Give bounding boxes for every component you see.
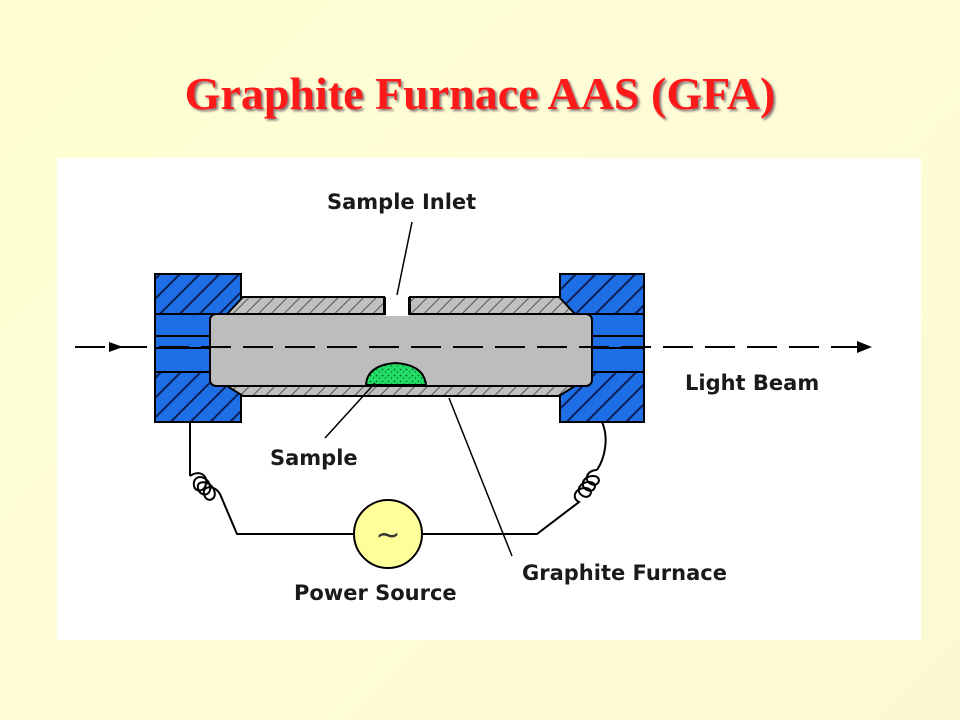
graphite-furnace-label: Graphite Furnace bbox=[522, 561, 727, 585]
slide-title: Graphite Furnace AAS (GFA) bbox=[184, 68, 776, 119]
power-source-icon: ~ bbox=[353, 499, 423, 569]
light-beam-label: Light Beam bbox=[685, 371, 819, 395]
furnace-diagram: ~ Sample Inlet Light Beam Sample Graphit… bbox=[57, 158, 921, 640]
right-coil bbox=[421, 469, 600, 535]
inlet-pointer bbox=[396, 221, 413, 296]
light-beam bbox=[75, 341, 872, 353]
sample-drop bbox=[364, 361, 428, 386]
sample-inlet-label: Sample Inlet bbox=[327, 190, 476, 214]
power-source-label: Power Source bbox=[294, 581, 457, 605]
graphite-furnace-tube bbox=[209, 296, 593, 397]
sample-label: Sample bbox=[270, 446, 358, 470]
pointer-lines bbox=[324, 221, 513, 557]
furnace-pointer bbox=[448, 397, 513, 557]
power-circuit bbox=[189, 421, 607, 535]
left-coil bbox=[189, 472, 355, 535]
ac-symbol: ~ bbox=[375, 518, 400, 553]
sample-pointer bbox=[324, 382, 376, 439]
